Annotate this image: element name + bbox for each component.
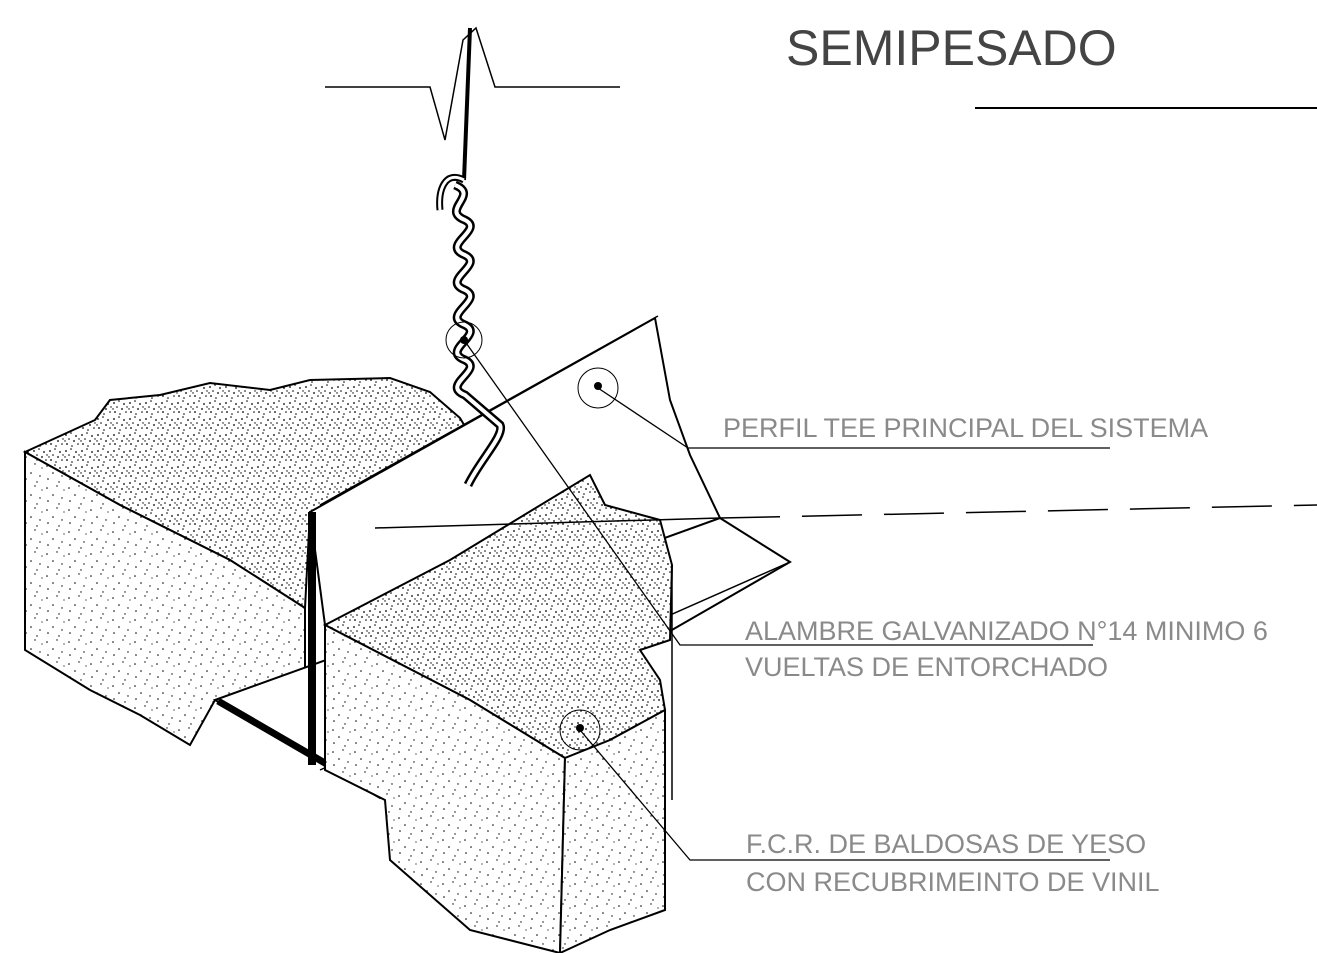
centerline-solid [374, 517, 721, 529]
tile-right [322, 473, 674, 953]
tile-left [22, 376, 472, 747]
label-wire-line1: ALAMBRE GALVANIZADO N°14 MINIMO 6 [745, 616, 1268, 646]
wire-leader-circle [445, 321, 483, 359]
slab-break-line [325, 26, 620, 141]
tee-leader-dot [594, 382, 602, 390]
tile-right-front [558, 708, 666, 953]
wire-leader-line [463, 339, 1093, 646]
hanger-wire [436, 27, 506, 488]
tee-leader-line [597, 387, 1110, 449]
label-tee-profile: PERFIL TEE PRINCIPAL DEL SISTEMA [723, 413, 1208, 443]
wire-hook-top-inner [438, 176, 465, 211]
tile-right-side [324, 623, 567, 953]
page-title: SEMIPESADO [786, 20, 1117, 76]
label-tile-line2: CON RECUBRIMEINTO DE VINIL [746, 867, 1160, 897]
tee-leader-circle [577, 367, 619, 409]
label-tile-line1: F.C.R. DE BALDOSAS DE YESO [746, 829, 1146, 859]
wire-twist-inner [454, 183, 503, 486]
tile-leader-circle [559, 709, 601, 751]
tile-leader-dot [576, 724, 584, 732]
wire-straight [462, 27, 472, 181]
label-wire-line2: VUELTAS DE ENTORCHADO [745, 652, 1108, 682]
centerline-dashed [719, 504, 1317, 519]
tile-leader-line [579, 729, 1110, 861]
